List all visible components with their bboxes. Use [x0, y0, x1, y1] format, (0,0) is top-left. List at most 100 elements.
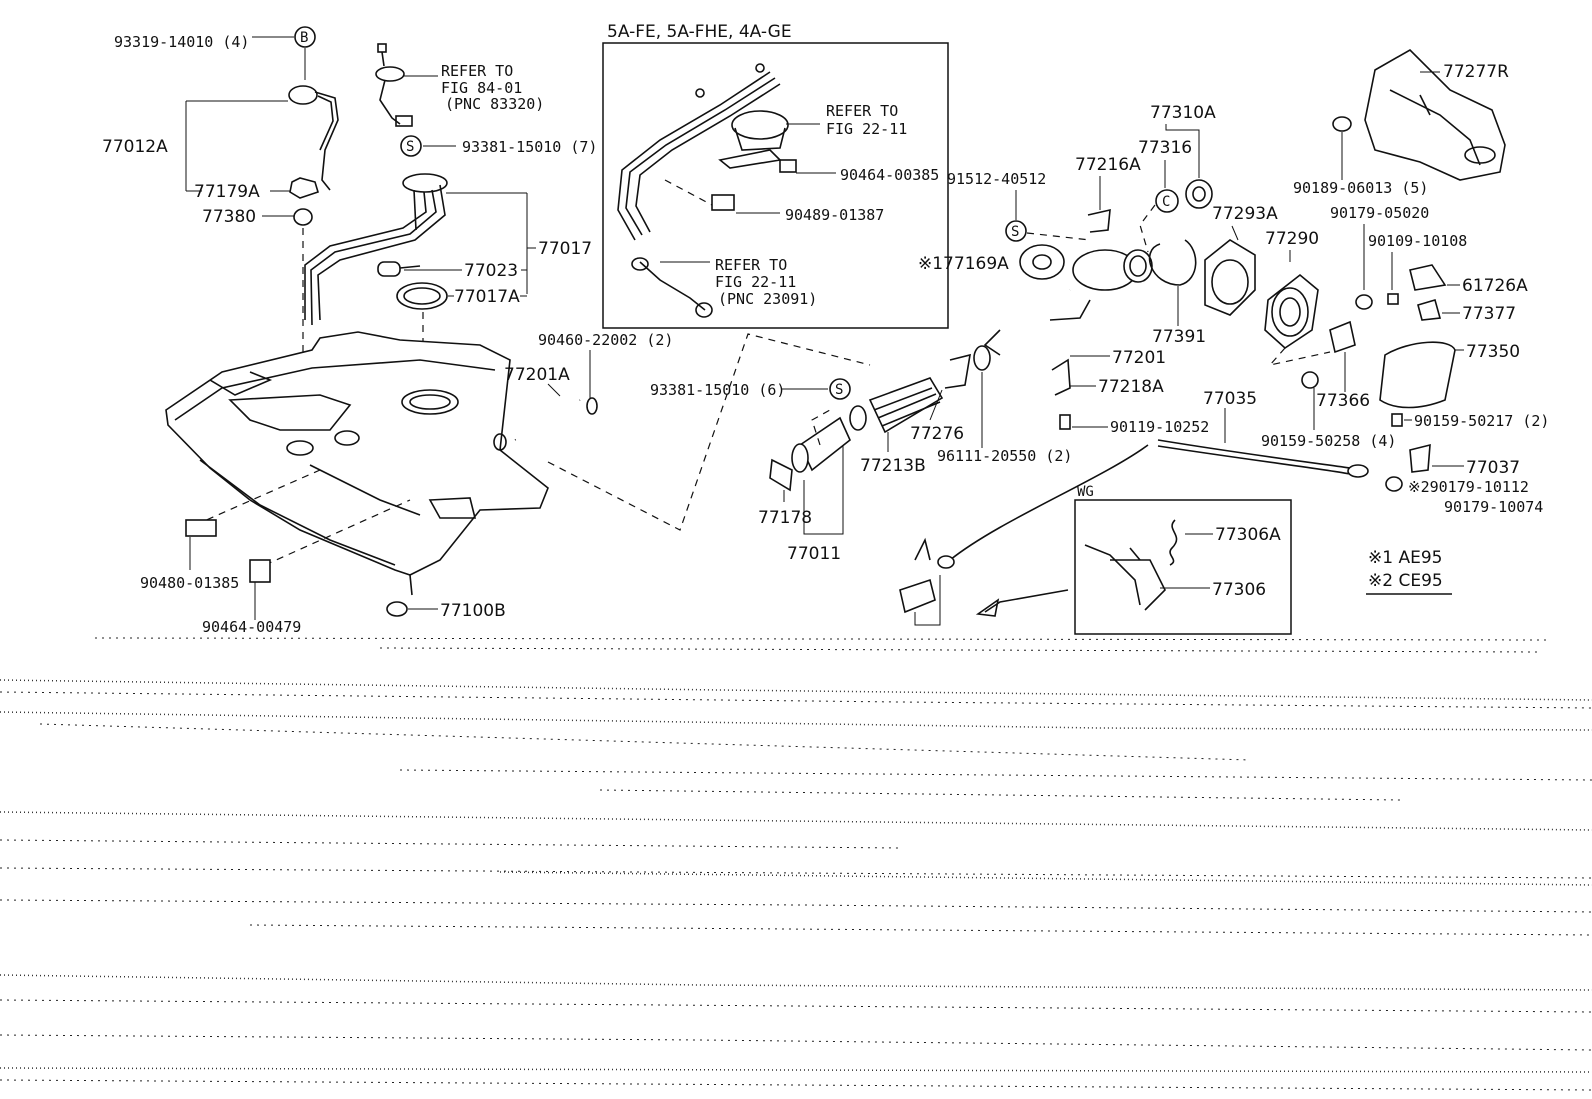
marker-s-3: S	[1005, 220, 1027, 242]
label-77017A: 77017A	[454, 287, 520, 307]
ring-77391	[1148, 239, 1197, 286]
bolt-90119	[1059, 414, 1071, 430]
nut-90179-05020	[1355, 294, 1373, 310]
label-77037: 77037	[1466, 458, 1520, 478]
label-90460-22002: 90460-22002 (2)	[538, 331, 673, 349]
label-91512-40512: 91512-40512	[947, 170, 1046, 188]
clip-90189	[1332, 116, 1352, 132]
opener-cable-77035	[937, 439, 1369, 569]
svg-text:C: C	[1162, 194, 1170, 210]
label-90159-50258: 90159-50258 (4)	[1261, 432, 1396, 450]
housing-77290	[1264, 273, 1319, 350]
label-77216A: 77216A	[1075, 155, 1141, 175]
opener-lever	[899, 537, 941, 626]
label-90179-10112: ※290179-10112	[1408, 478, 1529, 496]
label-77169A: ※177169A	[918, 254, 1009, 274]
marker-b: B	[294, 26, 316, 48]
fuel-sender-gauge	[288, 85, 339, 199]
grommet-77380	[293, 208, 313, 226]
label-77306A: 77306A	[1215, 525, 1281, 545]
label-77391: 77391	[1152, 327, 1206, 347]
label-77201: 77201	[1112, 348, 1166, 368]
label-77035: 77035	[1203, 389, 1257, 409]
label-77023: 77023	[464, 261, 518, 281]
label-93381-15010-7: 93381-15010 (7)	[462, 138, 597, 156]
nut-90179-10112	[1385, 476, 1403, 492]
label-77218A: 77218A	[1098, 377, 1164, 397]
cushion-77100B	[386, 601, 408, 617]
clamp-77037	[1409, 443, 1431, 473]
cap-77310A	[1185, 179, 1213, 209]
note-ae95: ※1 AE95	[1368, 548, 1442, 568]
inset-title: 5A-FE, 5A-FHE, 4A-GE	[607, 22, 792, 42]
band-96111	[973, 345, 991, 371]
label-61726A: 61726A	[1462, 276, 1528, 296]
svg-text:S: S	[1011, 224, 1019, 240]
refer-fig-22-11-line1: REFER TO	[826, 102, 898, 120]
label-90109-10108: 90109-10108	[1368, 232, 1467, 250]
clamp-90480-01385	[185, 519, 217, 537]
label-77012A: 77012A	[102, 137, 168, 157]
label-90489-01387: 90489-01387	[785, 206, 884, 224]
inset-fuel-pump	[617, 63, 797, 318]
refer-fig-22-11-b-line3: (PNC 23091)	[718, 290, 817, 308]
engine-inset-box	[602, 42, 949, 329]
screw-90159-50258	[1301, 371, 1319, 389]
label-96111-20550: 96111-20550 (2)	[937, 447, 1072, 465]
label-77293A: 77293A	[1212, 204, 1278, 224]
label-77011: 77011	[787, 544, 841, 564]
label-90159-50217: 90159-50217 (2)	[1414, 412, 1549, 430]
inlet-pipe-77011	[769, 416, 851, 492]
direction-arrow	[984, 589, 1069, 613]
refer-fig-22-11-line2: FIG 22-11	[826, 120, 907, 138]
filler-pipe-77201	[987, 249, 1153, 352]
label-90480-01385: 90480-01385	[140, 574, 239, 592]
label-77290: 77290	[1265, 229, 1319, 249]
fuel-lid-77350	[1379, 341, 1456, 409]
wg-lever-77306	[1084, 519, 1178, 611]
gasket-77017A	[396, 282, 448, 310]
clamp-90464-00479	[249, 559, 271, 583]
label-77276: 77276	[910, 424, 964, 444]
label-90189-06013: 90189-06013 (5)	[1293, 179, 1428, 197]
label-77380: 77380	[202, 207, 256, 227]
note-ce95: ※2 CE95	[1368, 571, 1443, 591]
spring-61726A	[1409, 264, 1447, 291]
label-90464-00479: 90464-00479	[202, 618, 301, 636]
refer-fig-22-11-b-line2: FIG 22-11	[715, 273, 796, 291]
marker-s-2: S	[829, 378, 851, 400]
label-93381-15010-6: 93381-15010 (6)	[650, 381, 785, 399]
refer-fig-22-11-b-line1: REFER TO	[715, 256, 787, 274]
wg-inset-box	[1074, 499, 1292, 635]
label-77213B: 77213B	[860, 456, 926, 476]
svg-text:B: B	[300, 30, 308, 46]
fuel-tank-77100	[165, 331, 549, 596]
protector-77276	[944, 353, 971, 389]
label-77017: 77017	[538, 239, 592, 259]
label-90179-05020: 90179-05020	[1330, 204, 1429, 222]
pump-bracket-84-01	[375, 43, 413, 127]
label-93319-14010: 93319-14010 (4)	[114, 33, 249, 51]
label-77201A: 77201A	[504, 365, 570, 385]
refer-fig-84-01-line1: REFER TO	[441, 62, 513, 80]
label-77277R: 77277R	[1443, 62, 1509, 82]
liner-77277R	[1364, 49, 1506, 181]
label-90464-00385: 90464-00385	[840, 166, 939, 184]
label-77179A: 77179A	[194, 182, 260, 202]
cap-77316	[1155, 189, 1179, 213]
hinge-77377	[1417, 299, 1442, 321]
fuel-pump-assembly	[304, 173, 448, 326]
gasket-77169A	[1019, 244, 1065, 280]
label-77366: 77366	[1316, 391, 1370, 411]
bolt-90109	[1387, 293, 1399, 305]
label-77306: 77306	[1212, 580, 1266, 600]
clamp-77218A	[1051, 358, 1071, 396]
label-77316: 77316	[1138, 138, 1192, 158]
refer-fig-84-01-line3: (PNC 83320)	[445, 95, 544, 113]
clip-77216A	[1087, 208, 1111, 233]
label-77178: 77178	[758, 508, 812, 528]
label-77350: 77350	[1466, 342, 1520, 362]
svg-text:S: S	[835, 382, 843, 398]
refer-fig-84-01-line2: FIG 84-01	[441, 79, 522, 97]
